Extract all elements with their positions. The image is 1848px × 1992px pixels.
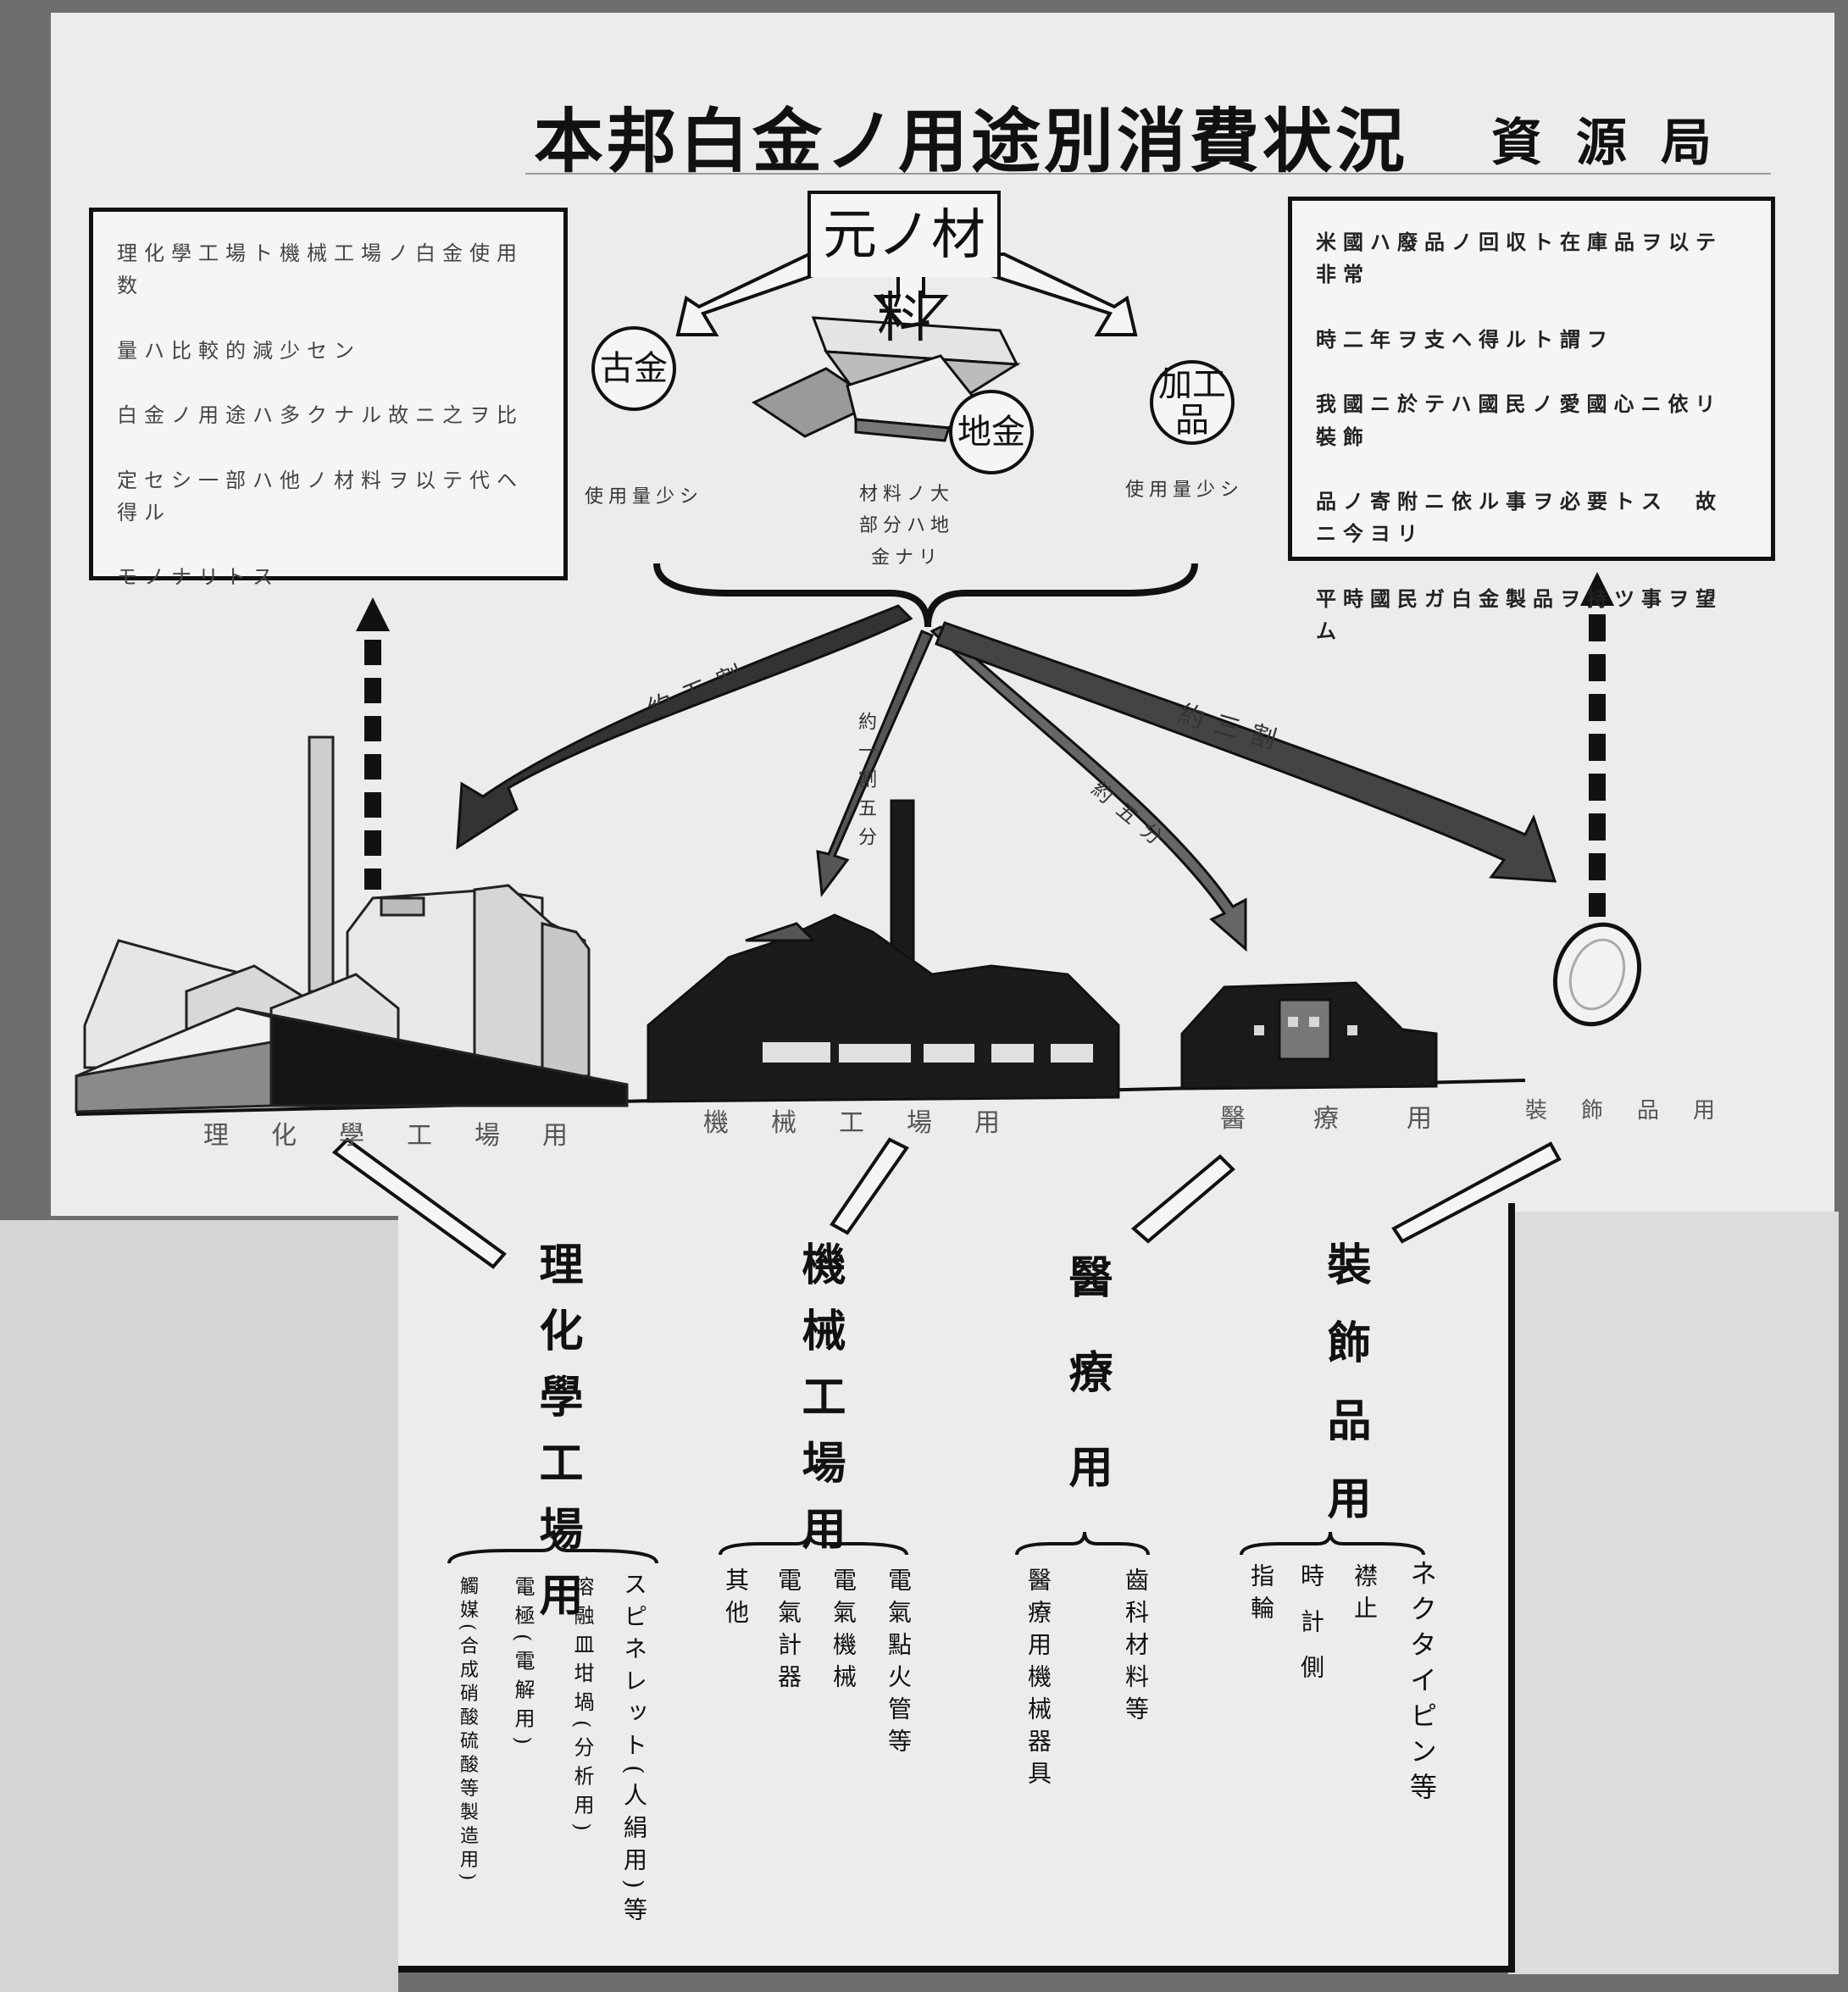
right-note-line: 品ノ寄附ニ依ル事ヲ必要トス 故ニ今ヨリ bbox=[1316, 488, 1723, 547]
category-item: 其他 bbox=[722, 1568, 750, 1632]
category-item: 指輪 bbox=[1247, 1563, 1275, 1628]
category-item: ネクタイピン等 bbox=[1406, 1559, 1438, 1808]
category-item: 溶融皿坩堝(分析用) bbox=[570, 1576, 594, 1839]
source-circle-processed-goods: 加工品 bbox=[1150, 360, 1235, 445]
bureau-name: 資源局 bbox=[1491, 114, 1745, 173]
category-connectors bbox=[331, 1137, 1562, 1269]
source-circle-old-gold: 古金 bbox=[591, 326, 676, 411]
ring-illustration bbox=[1552, 922, 1642, 1027]
poster-lower-sheet bbox=[398, 1203, 1515, 1973]
left-note-line: モノナリトス bbox=[117, 565, 280, 590]
left-note-box: 理化學工場ト機械工場ノ白金使用数 量ハ比較的減少セン 白金ノ用途ハ多クナル故ニ之… bbox=[89, 208, 568, 589]
left-note-line: 白金ノ用途ハ多クナル故ニ之ヲ比 bbox=[117, 403, 524, 428]
users-label-decorative: 裝飾品用 bbox=[1525, 1098, 1750, 1124]
category-item: 電極(電解用) bbox=[511, 1576, 535, 1753]
category-item: 觸媒(合成硝酸硫酸等製造用) bbox=[457, 1576, 478, 1886]
hospital-illustration bbox=[1180, 981, 1438, 1090]
source-note-processed-goods: 使用量少シ bbox=[1125, 480, 1245, 501]
category-item: 時計側 bbox=[1297, 1563, 1325, 1701]
dashed-arrow-right bbox=[1580, 572, 1614, 917]
source-material-label: 元ノ材料 bbox=[807, 191, 1001, 350]
users-label-chemical: 理化學工場用 bbox=[203, 1121, 610, 1151]
users-label-machine: 機械工場用 bbox=[703, 1108, 1042, 1138]
users-label-medical: 醫療用 bbox=[1220, 1104, 1500, 1134]
category-heading-chemical: 理化學工場用 bbox=[531, 1241, 583, 1638]
source-note-bullion: 材料ノ大部分ハ地金ナリ bbox=[858, 484, 954, 569]
source-split-arrows bbox=[675, 252, 1138, 338]
category-heading-decorative: 裝飾品用 bbox=[1319, 1241, 1371, 1553]
column-braces bbox=[447, 1531, 1425, 1564]
source-note-old-gold: 使用量少シ bbox=[585, 486, 704, 508]
left-note-line: 量ハ比較的減少セン bbox=[117, 338, 361, 363]
category-item: 電氣計器 bbox=[774, 1568, 802, 1696]
category-item: 襟止 bbox=[1351, 1563, 1379, 1628]
machine-factory-illustration bbox=[647, 799, 1120, 1103]
background-board-right bbox=[1508, 1212, 1839, 1974]
flow-label-machine: 約一割五分 bbox=[855, 712, 876, 856]
poster-title: 本邦白金ノ用途別消費状況 bbox=[534, 101, 1409, 182]
category-item: 醫療用機械器具 bbox=[1024, 1568, 1052, 1793]
source-circle-bullion: 地金 bbox=[949, 390, 1034, 474]
category-item: 電氣機械 bbox=[830, 1568, 857, 1696]
category-heading-medical: 醫療用 bbox=[1061, 1254, 1113, 1539]
flow-arrow-medical bbox=[930, 625, 1247, 952]
category-item: スピネレット(人絹用)等 bbox=[620, 1572, 648, 1929]
right-note-box: 米國ハ廢品ノ回収ト在庫品ヲ以テ非常 時二年ヲ支ヘ得ルト謂フ 我國ニ於テハ國民ノ愛… bbox=[1288, 197, 1775, 643]
category-heading-machine: 機械工場用 bbox=[794, 1241, 846, 1572]
ingot-bars bbox=[751, 316, 1021, 442]
flow-arrow-machine bbox=[816, 630, 934, 897]
category-item: 電氣點火管等 bbox=[885, 1568, 913, 1761]
background-board bbox=[0, 1220, 398, 1992]
dashed-arrow-left bbox=[356, 597, 390, 890]
chemical-factory-illustration bbox=[75, 735, 629, 1113]
flow-arrow-chemical bbox=[456, 604, 913, 850]
left-note-line: 定セシ一部ハ他ノ材料ヲ以テ代ヘ得ル bbox=[117, 468, 524, 524]
flow-arrow-decorative bbox=[935, 621, 1557, 883]
left-note-line: 理化學工場ト機械工場ノ白金使用数 bbox=[117, 241, 524, 298]
right-note-line: 平時國民ガ白金製品ヲ持ツ事ヲ望ム bbox=[1316, 585, 1723, 644]
right-note-line: 時二年ヲ支ヘ得ルト謂フ bbox=[1316, 326, 1614, 352]
right-note-line: 我國ニ於テハ國民ノ愛國心ニ依リ裝飾 bbox=[1316, 391, 1723, 449]
right-note-line: 米國ハ廢品ノ回収ト在庫品ヲ以テ非常 bbox=[1316, 230, 1723, 287]
category-item: 齒科材料等 bbox=[1122, 1568, 1150, 1728]
